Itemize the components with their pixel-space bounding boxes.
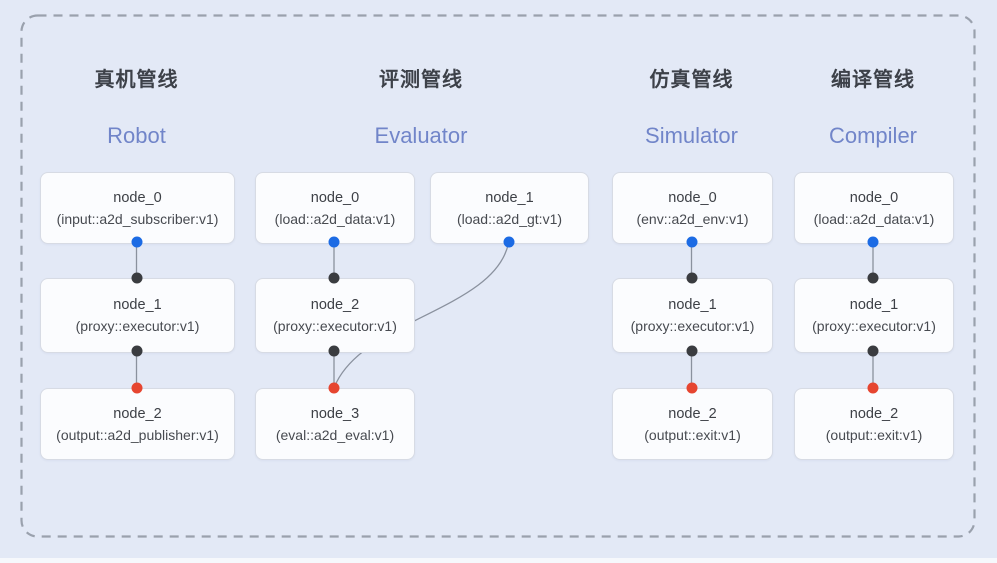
node-name: node_0 [310,189,360,206]
node-type: (input::a2d_subscriber:v1) [56,210,219,227]
output-port-dot [503,236,514,248]
node-card-robot-node0: node_0 (input::a2d_subscriber:v1) [40,172,235,244]
proxy-port-dot [867,345,879,357]
node-name: node_1 [485,189,534,206]
output-port-dot [328,236,340,248]
pipeline-title-en-compiler: Compiler [828,123,918,148]
node-card-evaluator-node1: node_1 (load::a2d_gt:v1) [430,172,589,244]
pipeline-title-zh-compiler: 编译管线 [831,69,915,91]
node-type: (load::a2d_data:v1) [813,210,935,227]
pipeline-title-zh-simulator: 仿真管线 [649,69,734,91]
node-card-robot-node1: node_1 (proxy::executor:v1) [40,278,235,353]
node-name: node_1 [668,297,717,313]
output-port-dot [867,236,879,248]
node-type: (proxy::executor:v1) [75,318,200,334]
proxy-port-dot [131,345,142,357]
node-name: node_2 [668,405,717,422]
bottom-edge-strip [0,558,997,563]
node-name: node_1 [113,297,162,313]
input-port-dot [131,382,142,394]
node-name: node_2 [849,405,899,422]
proxy-port-dot [686,345,697,357]
node-card-compiler-node1: node_1 (proxy::executor:v1) [794,278,954,353]
node-name: node_0 [668,189,717,206]
node-card-robot-node2: node_2 (output::a2d_publisher:v1) [40,388,235,460]
pipeline-title-en-robot: Robot [107,123,166,148]
input-port-dot [686,382,697,394]
node-name: node_0 [849,189,899,206]
pipeline-title-en-evaluator: Evaluator [374,123,468,148]
node-card-simulator-node2: node_2 (output::exit:v1) [612,388,773,460]
pipeline-title-zh-evaluator: 评测管线 [379,69,463,91]
node-name: node_2 [113,405,162,422]
proxy-port-dot [867,272,879,284]
node-card-compiler-node2: node_2 (output::exit:v1) [794,388,954,460]
node-type: (load::a2d_gt:v1) [456,210,563,227]
node-name: node_1 [849,297,899,313]
node-card-evaluator-node3: node_3 (eval::a2d_eval:v1) [255,388,415,460]
node-type: (proxy::executor:v1) [273,318,397,334]
node-type: (output::exit:v1) [644,426,741,443]
node-card-evaluator-node2: node_2 (proxy::executor:v1) [255,278,415,353]
node-name: node_0 [113,189,162,206]
proxy-port-dot [328,345,340,357]
node-card-simulator-node0: node_0 (env::a2d_env:v1) [612,172,773,244]
pipeline-title-en-simulator: Simulator [645,123,738,148]
node-type: (proxy::executor:v1) [630,318,755,334]
proxy-port-dot [131,272,142,284]
node-type: (env::a2d_env:v1) [636,210,749,227]
input-port-dot [867,382,879,394]
input-port-dot [328,382,340,394]
node-type: (output::exit:v1) [825,426,923,443]
node-card-compiler-node0: node_0 (load::a2d_data:v1) [794,172,954,244]
node-type: (output::a2d_publisher:v1) [56,426,219,443]
output-port-dot [131,236,142,248]
node-name: node_3 [310,405,360,422]
proxy-port-dot [328,272,340,284]
proxy-port-dot [686,272,697,284]
node-name: node_2 [310,297,360,313]
node-type: (eval::a2d_eval:v1) [275,426,395,443]
output-port-dot [686,236,697,248]
node-type: (proxy::executor:v1) [812,318,936,334]
node-card-evaluator-node0: node_0 (load::a2d_data:v1) [255,172,415,244]
pipeline-title-zh-robot: 真机管线 [94,69,179,91]
node-card-simulator-node1: node_1 (proxy::executor:v1) [612,278,773,353]
node-type: (load::a2d_data:v1) [274,210,396,227]
